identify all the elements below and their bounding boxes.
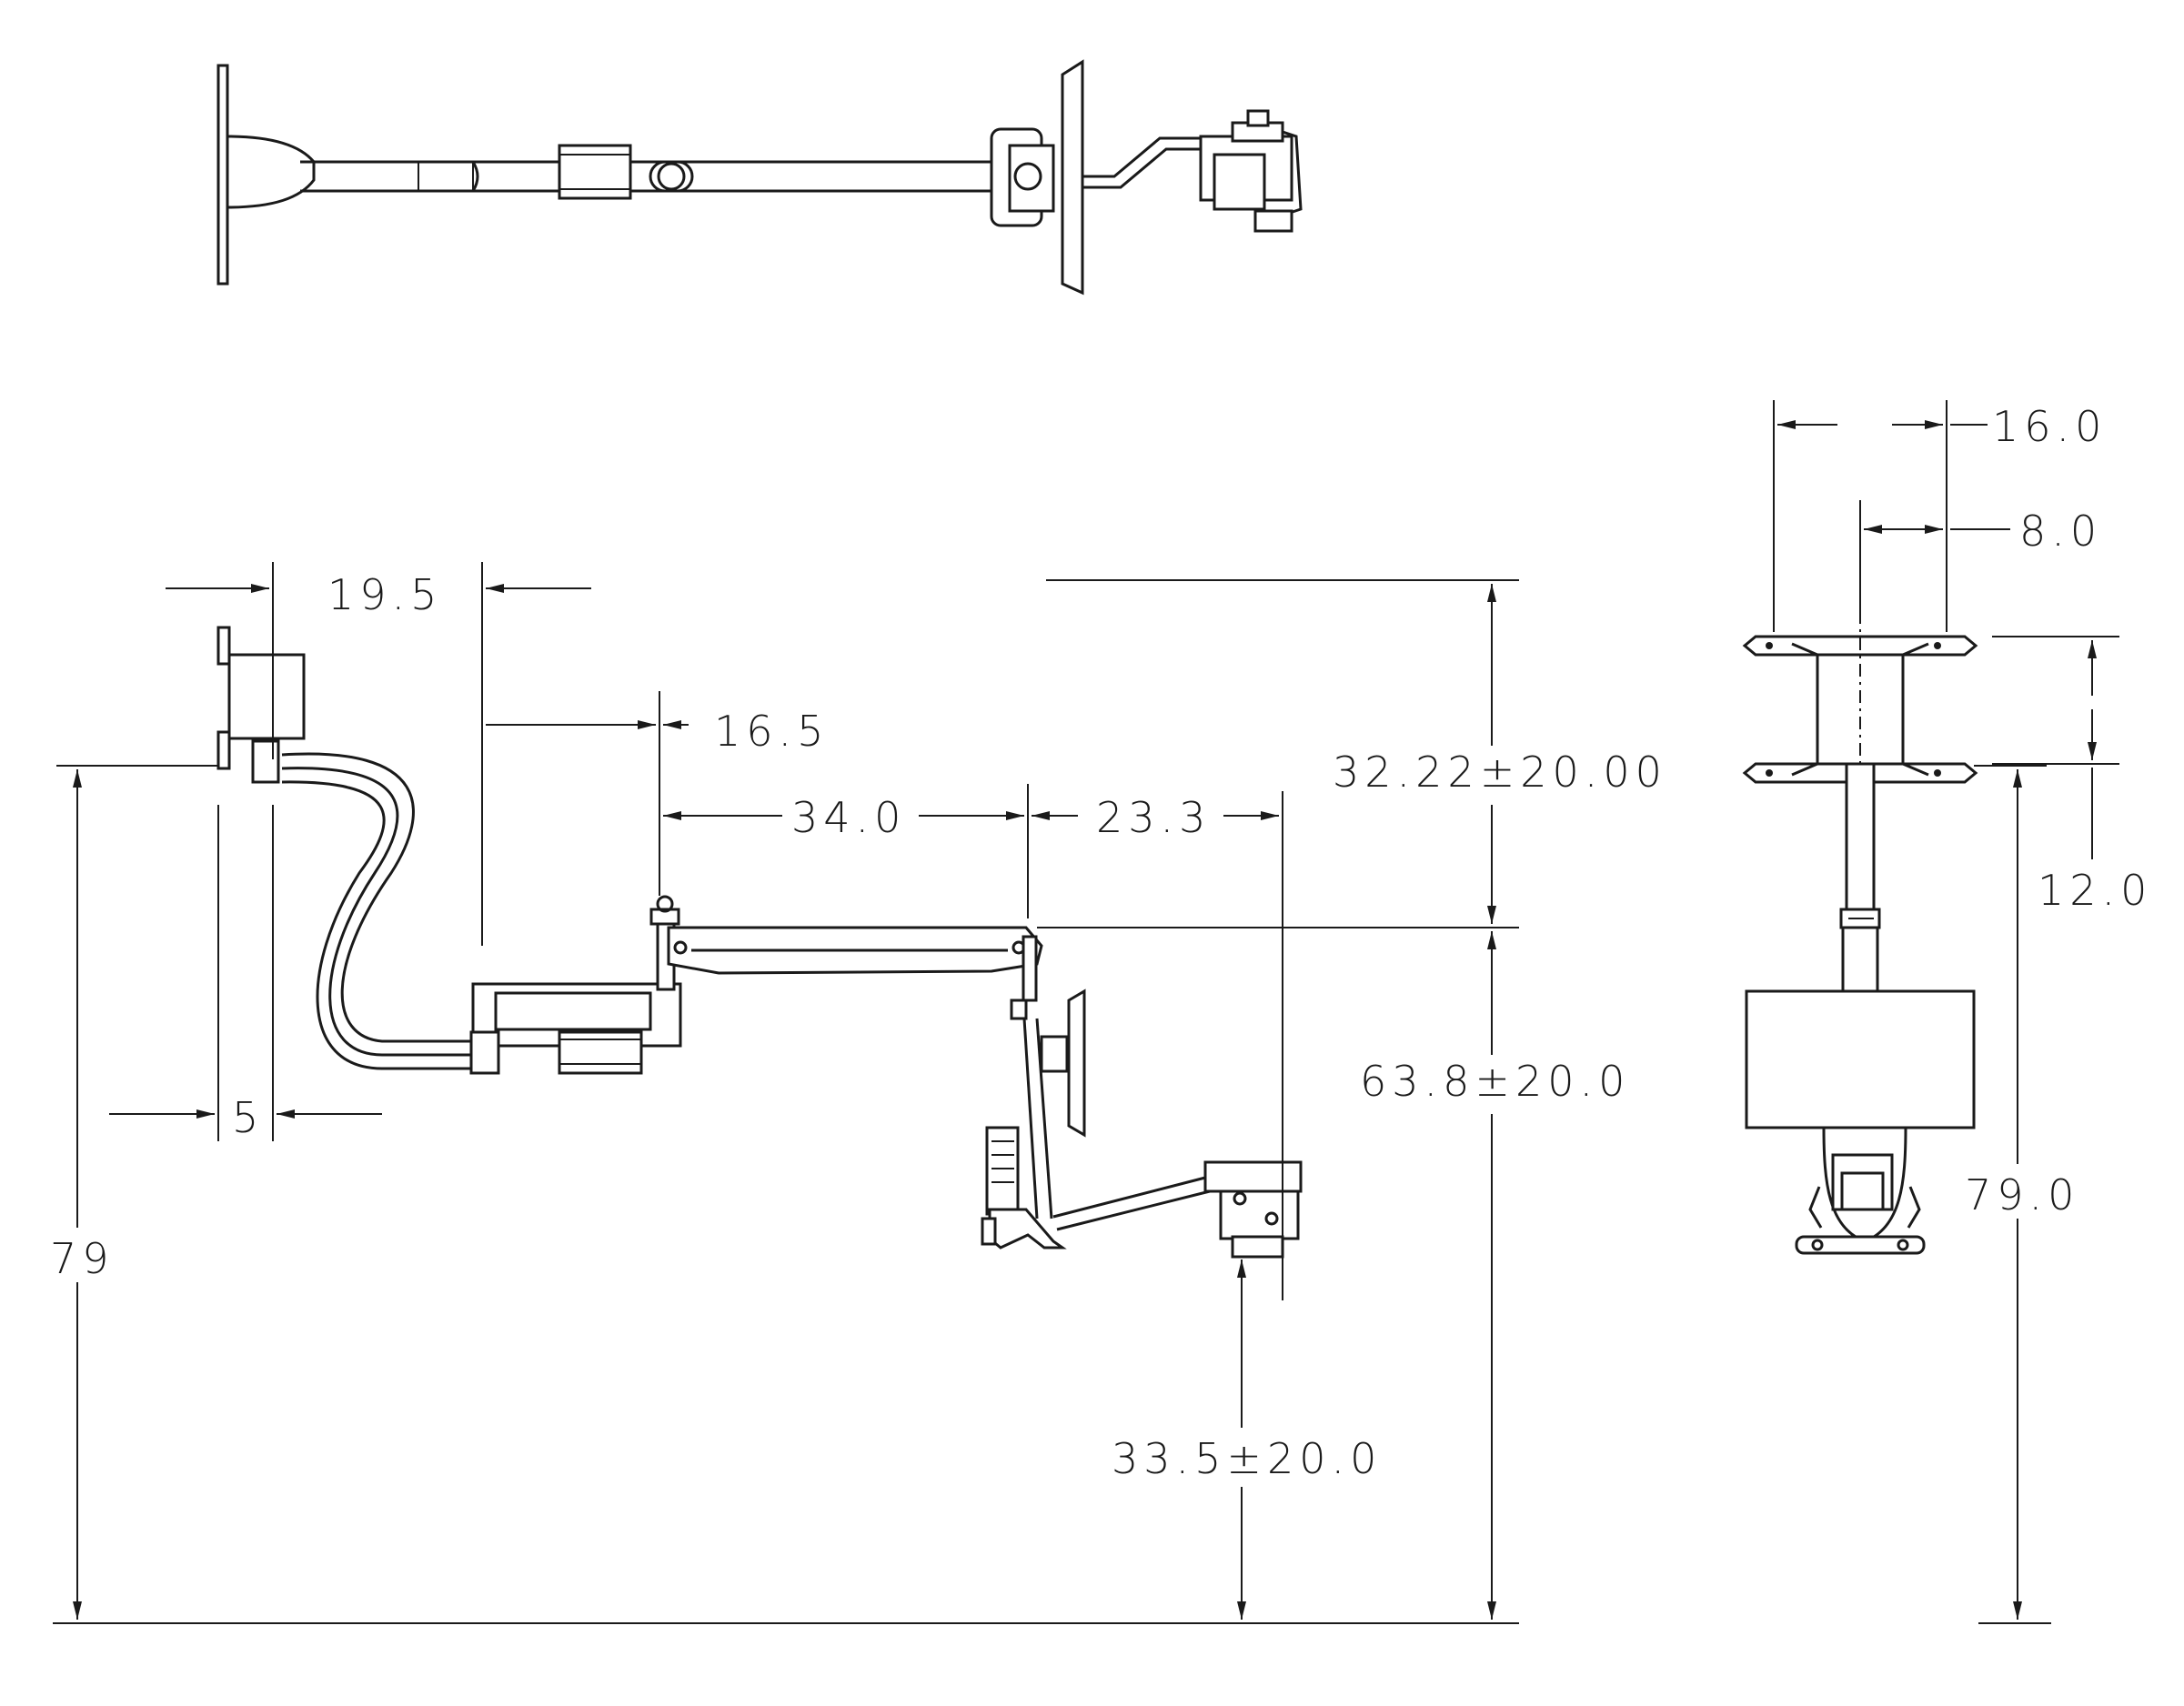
dim-8-0: 8.0 xyxy=(2019,507,2102,556)
dim-63-8: 63.8±20.0 xyxy=(1360,1057,1630,1106)
front-view xyxy=(1742,611,1978,1255)
top-view xyxy=(216,59,1303,296)
dim-12-0: 12.0 xyxy=(2038,866,2152,915)
dim-79-0-right: 79.0 xyxy=(1965,1170,2079,1219)
dim-16-5: 16.5 xyxy=(714,707,829,756)
dim-32-22: 32.22±20.00 xyxy=(1333,748,1667,797)
dim-23-3: 23.3 xyxy=(1096,793,1211,842)
dim-33-5: 33.5±20.0 xyxy=(1112,1434,1382,1483)
dim-16-0: 16.0 xyxy=(1992,402,2107,451)
dim-79-left: 79 xyxy=(50,1234,115,1283)
dimension-lines xyxy=(53,400,2119,1624)
dim-34-0: 34.0 xyxy=(791,793,906,842)
dimension-labels: 19.5 16.5 34.0 23.3 5 79 32.22±20.00 63.… xyxy=(50,402,2152,1483)
dim-19-5: 19.5 xyxy=(327,570,442,619)
dim-5: 5 xyxy=(232,1093,264,1142)
side-view xyxy=(216,626,1303,1259)
